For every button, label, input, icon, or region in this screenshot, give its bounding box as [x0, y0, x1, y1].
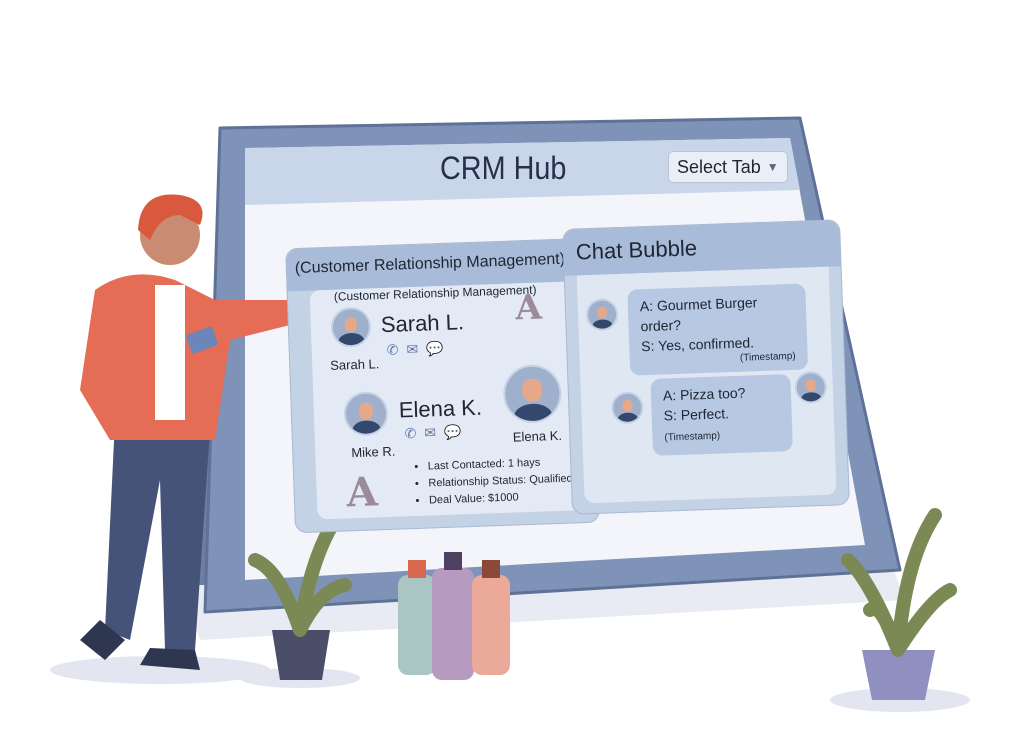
- avatar-agent: [794, 370, 828, 404]
- contact-name-sarah[interactable]: Sarah L.: [380, 309, 465, 338]
- phone-icon[interactable]: ✆: [404, 424, 417, 442]
- contact-name-elena[interactable]: Elena K.: [398, 394, 483, 423]
- page-title: CRM Hub: [440, 150, 567, 186]
- avatar-sarah[interactable]: [330, 306, 372, 348]
- chat-icon[interactable]: 💬: [443, 423, 462, 440]
- avatar-customer: [610, 391, 644, 425]
- email-icon[interactable]: ✉: [406, 340, 419, 358]
- crm-contacts-card: (Customer Relationship Management) Sarah…: [309, 281, 589, 520]
- chat-messages: A: Gourmet Burger order? S: Yes, confirm…: [576, 266, 837, 504]
- brand-logo-icon: A: [345, 468, 379, 517]
- email-icon[interactable]: ✉: [424, 424, 437, 441]
- crm-panel: (Customer Relationship Management) (Cust…: [285, 237, 600, 534]
- avatar-caption-sarah: Sarah L.: [329, 356, 380, 373]
- avatar-agent: [585, 298, 619, 332]
- plant-left: [248, 513, 352, 680]
- chat-panel: Chat Bubble A: Gourmet Burger order? S: …: [562, 219, 850, 515]
- brand-logo-icon: A: [514, 287, 543, 329]
- phone-icon[interactable]: ✆: [386, 341, 399, 358]
- avatar-caption-mike: Mike R.: [351, 443, 396, 461]
- person-illustration: [80, 194, 332, 670]
- message-line: S: Perfect.: [663, 405, 730, 424]
- avatar-caption-elena: Elena K.: [512, 427, 563, 445]
- select-tab-dropdown[interactable]: Select Tab ▼: [668, 151, 788, 183]
- chat-icon[interactable]: 💬: [425, 339, 444, 357]
- bottles: [398, 552, 510, 680]
- select-tab-label: Select Tab: [677, 156, 761, 177]
- chat-bubble-1: A: Gourmet Burger order? S: Yes, confirm…: [627, 283, 809, 376]
- message-line: A: Gourmet Burger order?: [639, 294, 758, 335]
- deal-details-list: Last Contacted: 1 hays Relationship Stat…: [416, 454, 574, 510]
- avatar-mike[interactable]: [343, 390, 389, 437]
- chevron-down-icon: ▼: [766, 160, 779, 174]
- message-timestamp: (Timestamp): [664, 430, 721, 444]
- screen-header: [245, 138, 800, 205]
- detail-deal-value: Deal Value: $1000: [429, 488, 574, 510]
- avatar-elena[interactable]: [502, 363, 563, 424]
- plant-right: [841, 508, 957, 700]
- chat-bubble-2: A: Pizza too? S: Perfect. (Timestamp): [650, 374, 793, 456]
